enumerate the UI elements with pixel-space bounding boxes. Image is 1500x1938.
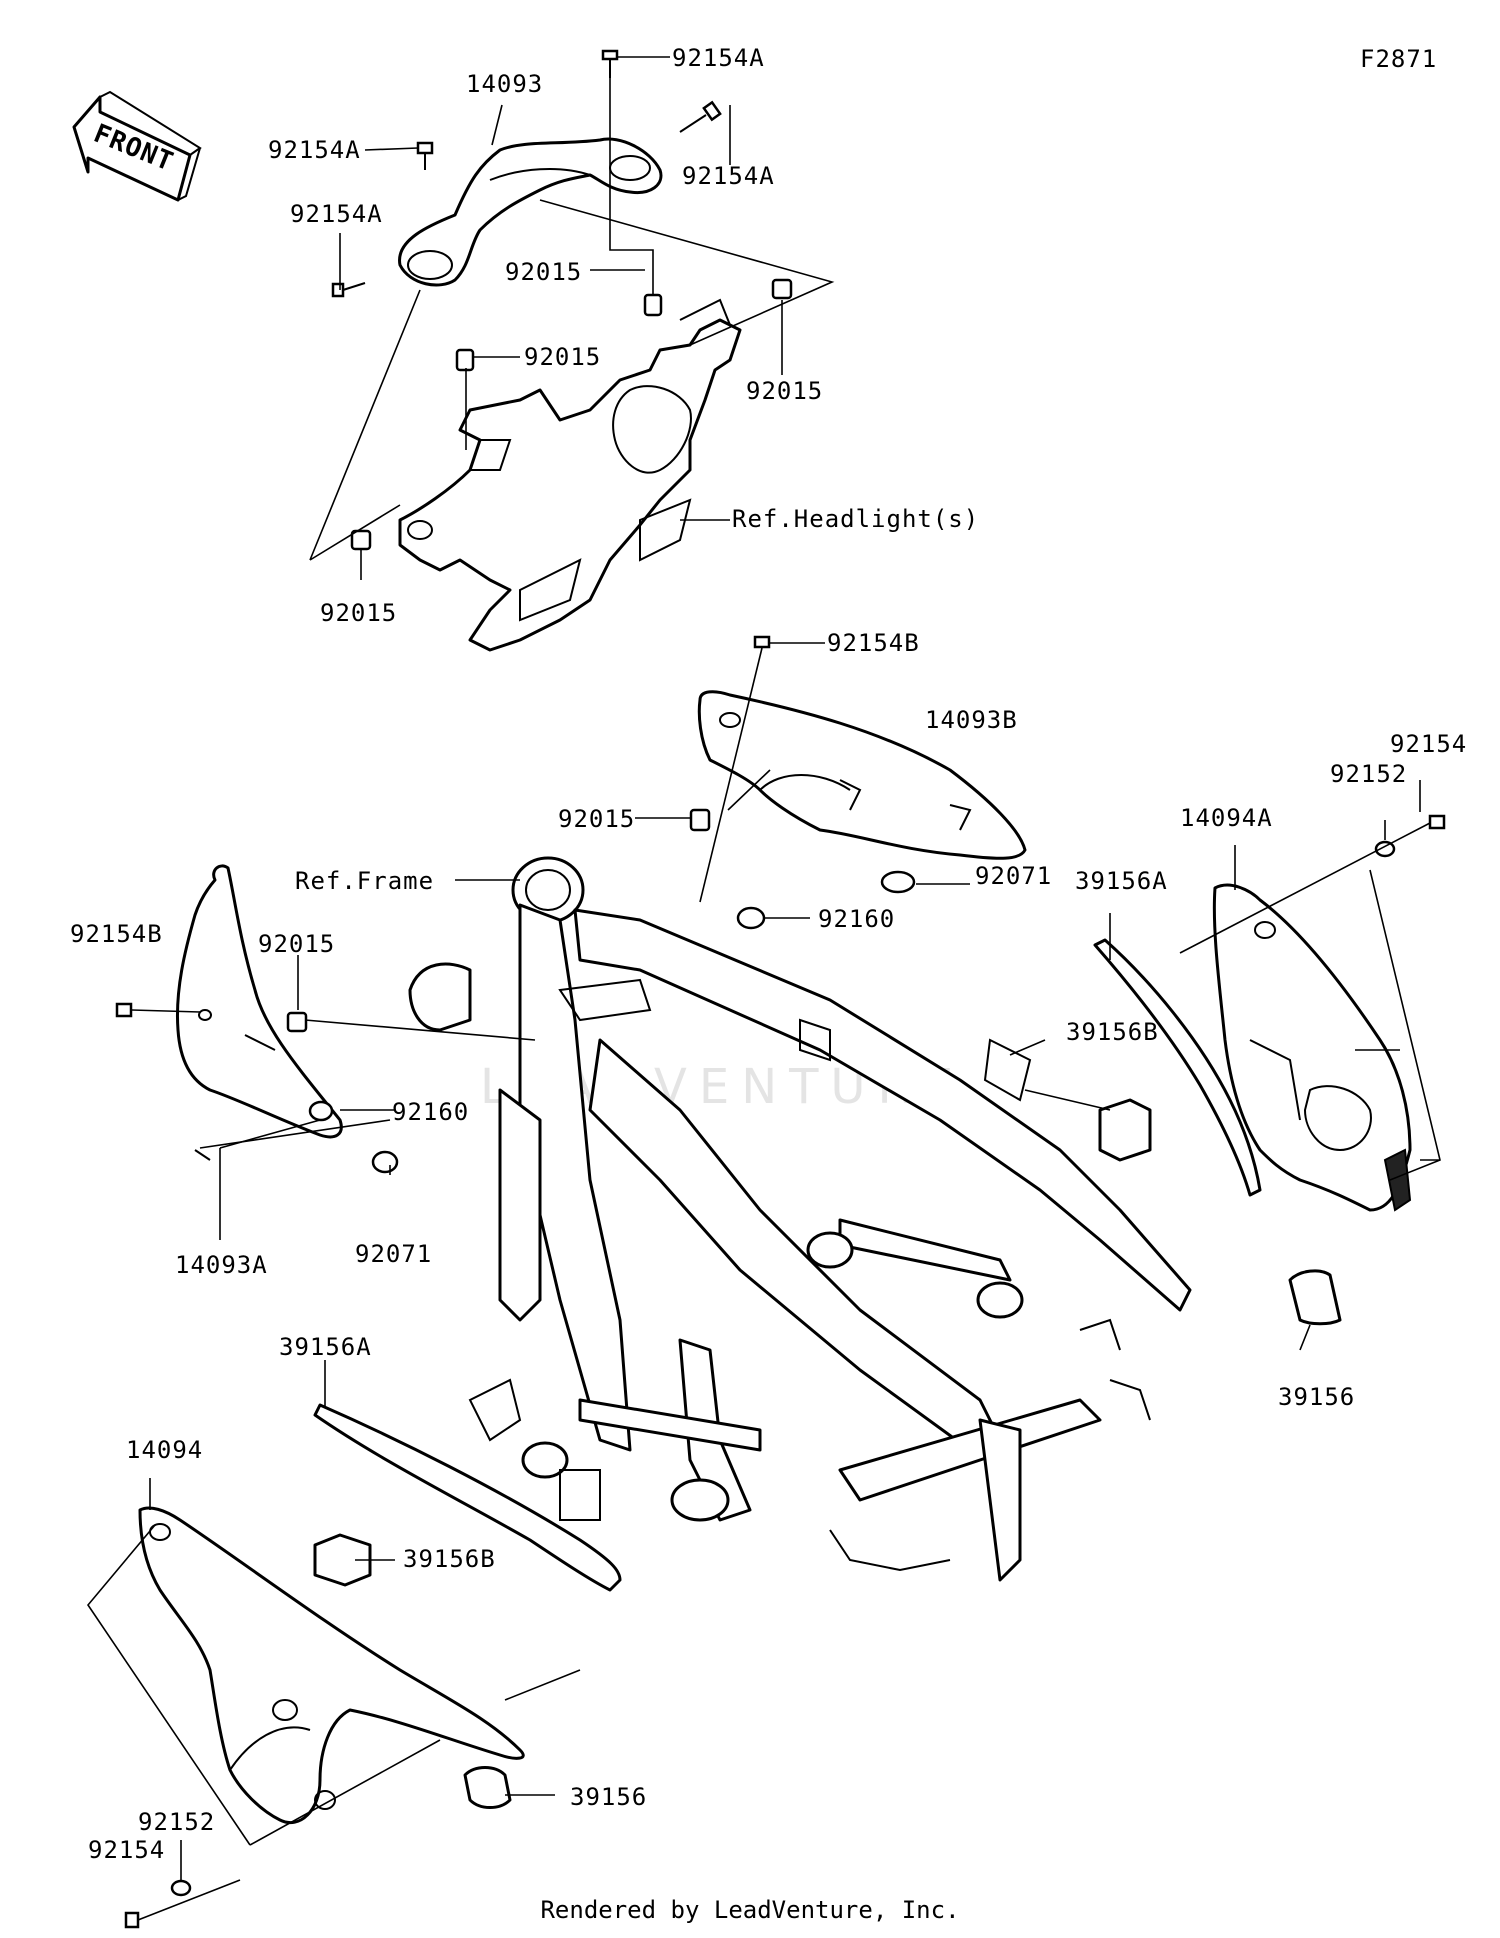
label-92015-e: 92015 [558,805,635,833]
label-92154a-lower: 92154A [290,200,383,228]
label-39156-right: 39156 [1278,1383,1355,1411]
label-39156b-left: 39156B [403,1545,496,1573]
front-arrow-icon: FRONT [72,90,202,202]
leader-lines [86,56,1441,1921]
headlight-bracket [398,298,742,652]
label-ref-frame: Ref.Frame [295,867,434,895]
pads [313,938,1342,1809]
label-92160-left: 92160 [392,1098,469,1126]
label-92015-d: 92015 [320,599,397,627]
label-92071-right: 92071 [975,862,1052,890]
label-14094a: 14094A [1180,804,1273,832]
label-14093b: 14093B [925,706,1018,734]
side-cover-14093b [697,690,1027,860]
label-39156-left: 39156 [570,1783,647,1811]
upper-hardware [331,49,793,551]
label-92015-a: 92015 [505,258,582,286]
side-cover-14094 [138,1506,525,1824]
label-92154a-right: 92154A [682,162,775,190]
label-92154b-left: 92154B [70,920,163,948]
figure-code: F2871 [1360,45,1437,73]
label-14093a: 14093A [175,1251,268,1279]
label-92154-right: 92154 [1390,730,1467,758]
label-39156b-right: 39156B [1066,1018,1159,1046]
label-92015-f: 92015 [258,930,335,958]
label-92160-right: 92160 [818,905,895,933]
label-92154a-top: 92154A [672,44,765,72]
label-14093: 14093 [466,70,543,98]
label-92015-c: 92015 [746,377,823,405]
label-92015-b: 92015 [524,343,601,371]
side-cover-14093a [175,864,343,1161]
label-92154a-left: 92154A [268,136,361,164]
part-labels: 92154A 14093 92154A 92154A 92154A 92015 … [70,44,1467,1864]
label-92154-left: 92154 [88,1836,165,1864]
label-92152-left: 92152 [138,1808,215,1836]
side-cover-14094a [1212,883,1412,1212]
footer-credit: Rendered by LeadVenture, Inc. [540,1896,960,1924]
label-14094: 14094 [126,1436,203,1464]
label-92071-left: 92071 [355,1240,432,1268]
label-39156a-right: 39156A [1075,867,1168,895]
frame [408,856,1192,1582]
grommets [115,635,1446,1929]
label-92152-right: 92152 [1330,760,1407,788]
label-ref-headlights: Ref.Headlight(s) [732,505,979,533]
label-39156a-left: 39156A [279,1333,372,1361]
label-92154b-top: 92154B [827,629,920,657]
